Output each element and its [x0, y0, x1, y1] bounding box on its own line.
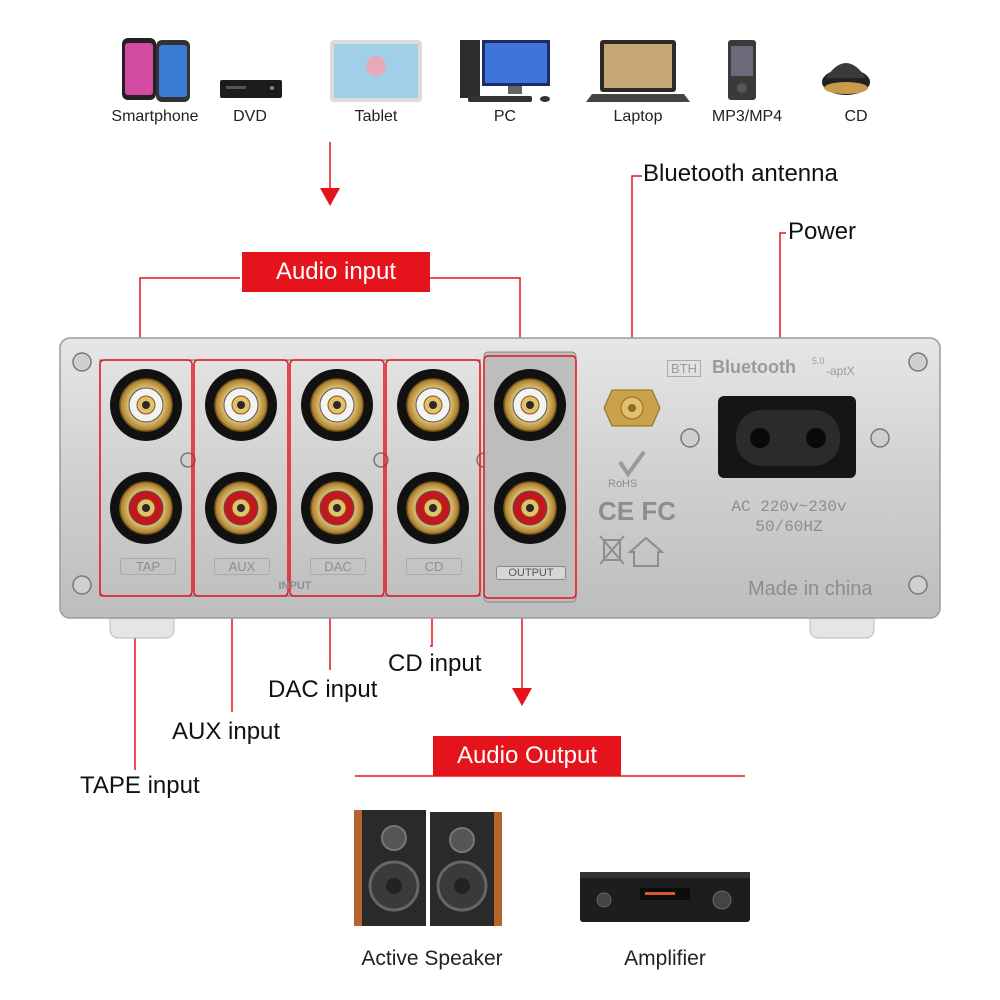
rca-jack-cd-left	[397, 369, 469, 441]
jack-label-cd: CD	[406, 558, 462, 575]
jack-label-dac: DAC	[310, 558, 366, 575]
input-group-outlines	[99, 355, 577, 599]
bluetooth-antenna-label: Bluetooth antenna	[643, 160, 838, 187]
source-label-cd: CD	[844, 108, 868, 125]
power-socket	[718, 396, 856, 478]
ac-rating-line1: AC 220v~230v	[731, 498, 847, 516]
rca-jack-cd-right	[397, 472, 469, 544]
ce-fc-mark: CE FC	[598, 496, 676, 526]
aux-input-label: AUX input	[172, 718, 281, 745]
ac-rating-line2: 50/60HZ	[755, 518, 823, 536]
source-label-laptop: Laptop	[613, 108, 663, 125]
output-devices-row	[354, 810, 750, 926]
audio-input-banner: Audio input	[242, 252, 430, 292]
output-label-amplifier: Amplifier	[624, 947, 706, 970]
source-label-tablet: Tablet	[354, 108, 398, 125]
source-label-pc: PC	[493, 108, 517, 125]
panel-screws	[72, 352, 928, 595]
tape-input-label: TAPE input	[80, 772, 200, 799]
audio-output-banner: Audio Output	[433, 736, 621, 776]
rca-jack-output-right	[494, 472, 566, 544]
bluetooth-antenna-connector	[603, 389, 661, 427]
input-label: INPUT	[278, 580, 312, 592]
rca-jack-aux-left	[205, 369, 277, 441]
dac-input-label: DAC input	[268, 676, 378, 703]
dvd-player-icon	[220, 80, 282, 98]
rohs-label: RoHS	[608, 478, 638, 490]
aptx-label: -aptX	[826, 364, 855, 378]
source-devices-row	[122, 38, 870, 102]
pc-icon	[460, 40, 550, 102]
laptop-icon	[586, 40, 690, 102]
source-label-mp3: MP3/MP4	[711, 108, 783, 125]
cd-input-label: CD input	[388, 650, 482, 677]
jack-label-tap: TAP	[120, 558, 176, 575]
active-speaker-icon	[354, 810, 502, 926]
disposal-icons	[599, 535, 665, 567]
bth-label: BTH	[667, 360, 701, 377]
bluetooth-logo: Bluetooth	[712, 357, 796, 377]
made-in-label: Made in china	[748, 578, 873, 600]
down-arrow-icon	[512, 688, 532, 706]
jack-label-aux: AUX	[214, 558, 270, 575]
bluetooth-version: 5.0	[812, 356, 825, 366]
rca-jack-output-left	[494, 369, 566, 441]
smartphone-icon	[122, 38, 190, 102]
rca-jack-aux-right	[205, 472, 277, 544]
tablet-icon	[330, 40, 422, 102]
down-arrow-icon	[320, 188, 340, 206]
source-label-dvd: DVD	[233, 108, 267, 125]
mp3-player-icon	[728, 40, 756, 100]
power-label: Power	[788, 218, 857, 245]
jack-label-output: OUTPUT	[496, 566, 566, 580]
rca-jack-tape-right	[110, 472, 182, 544]
check-icon	[618, 450, 646, 478]
rca-jack-tape-left	[110, 369, 182, 441]
amplifier-icon	[580, 872, 750, 922]
cd-player-icon	[822, 63, 870, 95]
rca-jack-dac-left	[301, 369, 373, 441]
source-label-smartphone: Smartphone	[111, 108, 199, 125]
rca-jack-dac-right	[301, 472, 373, 544]
output-label-active-speaker: Active Speaker	[361, 947, 503, 970]
